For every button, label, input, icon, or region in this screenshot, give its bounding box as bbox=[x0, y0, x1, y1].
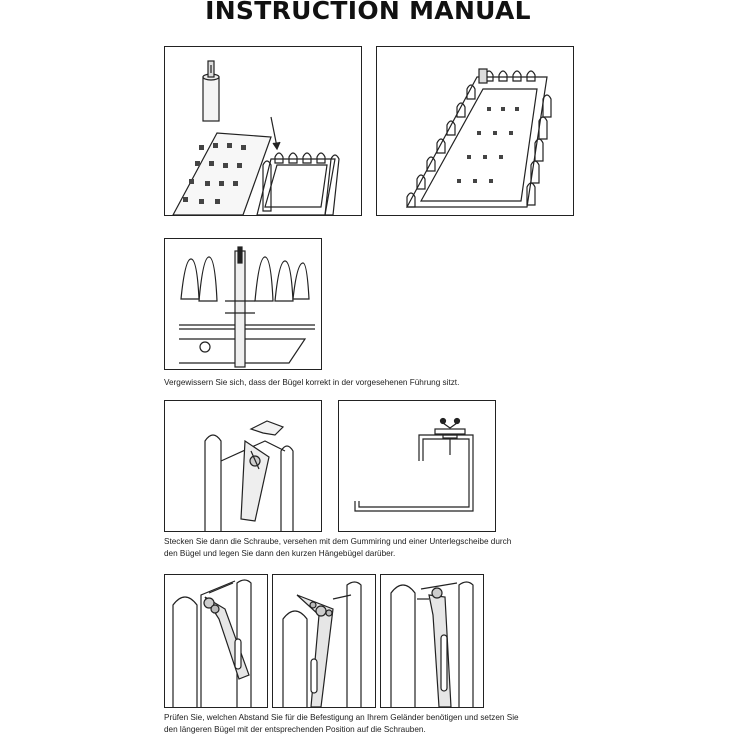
long-bracket-position-3 bbox=[390, 581, 474, 707]
long-bracket-position-2 bbox=[282, 581, 362, 707]
step2-illustration bbox=[376, 46, 574, 216]
long-bracket-position-1 bbox=[172, 579, 252, 707]
step4-caption-line1: Stecken Sie dann die Schraube, versehen … bbox=[164, 537, 512, 546]
step5-caption: Prüfen Sie, welchen Abstand Sie für die … bbox=[164, 712, 519, 735]
step5-caption-line2: den längeren Bügel mit der entsprechende… bbox=[164, 724, 426, 734]
step5-illustration-2 bbox=[272, 574, 376, 708]
step5-illustration-3 bbox=[380, 574, 484, 708]
step3-caption: Vergewissern Sie sich, dass der Bügel ko… bbox=[164, 378, 460, 387]
step5-caption-line1: Prüfen Sie, welchen Abstand Sie für die … bbox=[164, 713, 519, 722]
document-title: INSTRUCTION MANUAL bbox=[205, 0, 531, 25]
planter-peg-insertion-drawing bbox=[172, 60, 340, 215]
hanger-profile-drawing bbox=[354, 417, 474, 512]
assembled-planter-drawing bbox=[405, 68, 552, 208]
bracket-guide-drawing bbox=[179, 246, 315, 368]
step3-illustration bbox=[164, 238, 322, 370]
screw-bracket-drawing bbox=[204, 420, 294, 531]
step1-illustration bbox=[164, 46, 362, 216]
step4-illustration-right bbox=[338, 400, 496, 532]
step4-caption-line2: den Bügel und legen Sie dann den kurzen … bbox=[164, 548, 396, 558]
step5-illustration-1 bbox=[164, 574, 268, 708]
step4-caption: Stecken Sie dann die Schraube, versehen … bbox=[164, 536, 511, 559]
step4-illustration-left bbox=[164, 400, 322, 532]
